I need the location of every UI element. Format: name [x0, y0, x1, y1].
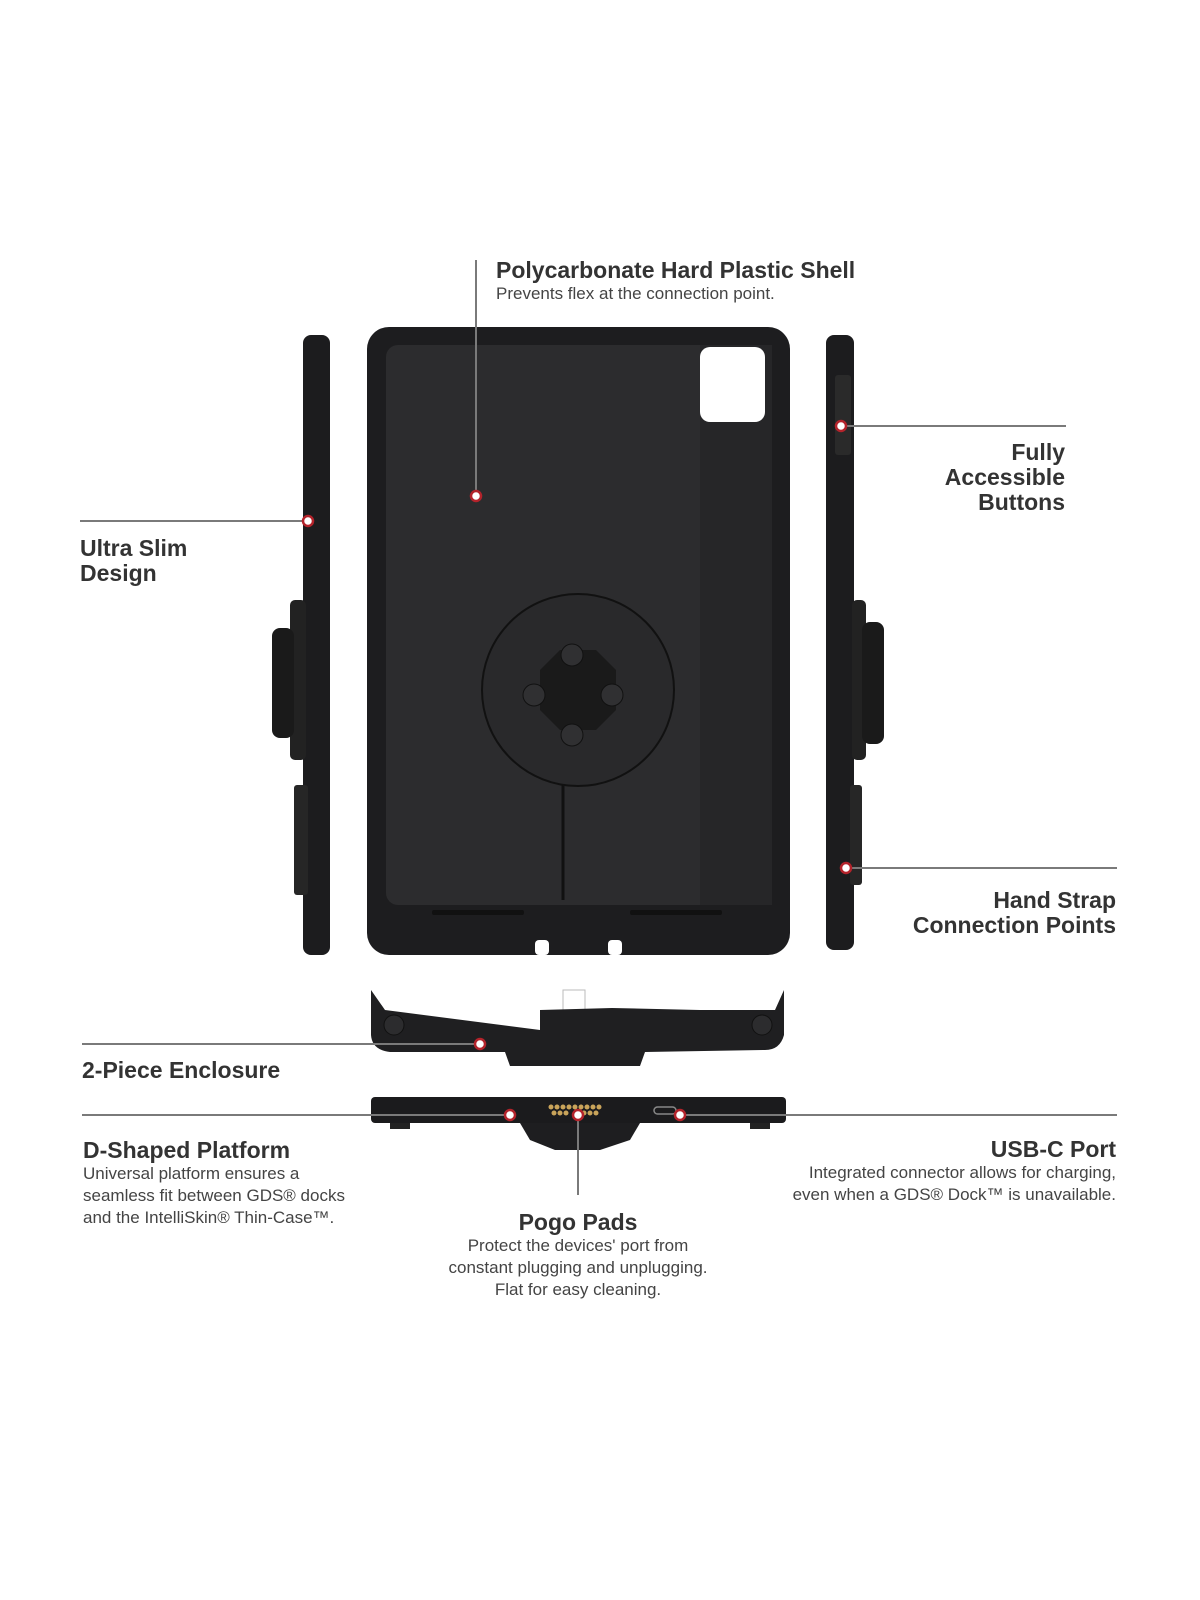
callout-desc: Prevents flex at the connection point. — [496, 284, 775, 303]
callout-markers — [301, 419, 853, 1122]
callout-desc: seamless fit between GDS® docks — [83, 1186, 345, 1205]
callout-title: Polycarbonate Hard Plastic Shell — [496, 257, 856, 283]
marker-enclosure — [473, 1037, 487, 1051]
callout-title: 2-Piece Enclosure — [82, 1057, 281, 1083]
callout-enclosure: 2-Piece Enclosure — [82, 1058, 280, 1083]
callout-slim: Ultra Slim Design — [80, 536, 187, 586]
marker-usbc — [673, 1108, 687, 1122]
callout-title: Fully — [1011, 439, 1065, 465]
marker-slim — [301, 514, 315, 528]
callout-desc: Integrated connector allows for charging… — [808, 1163, 1116, 1182]
marker-strap — [839, 861, 853, 875]
callout-title: Accessible — [944, 464, 1065, 490]
callout-desc: constant plugging and unplugging. — [448, 1258, 708, 1277]
callout-desc: Protect the devices' port from — [467, 1236, 689, 1255]
callout-title: USB-C Port — [990, 1136, 1116, 1162]
marker-pogo — [571, 1108, 585, 1122]
enclosure-piece — [371, 989, 784, 1066]
callout-title: Ultra Slim — [80, 535, 188, 561]
callout-shell: Polycarbonate Hard Plastic Shell Prevent… — [496, 258, 855, 305]
marker-buttons — [834, 419, 848, 433]
callout-pogo: Pogo Pads Protect the devices' port from… — [378, 1210, 778, 1301]
callout-title: Connection Points — [912, 912, 1116, 938]
marker-platform — [503, 1108, 517, 1122]
callout-usbc: USB-C Port Integrated connector allows f… — [793, 1137, 1116, 1206]
callout-desc: and the IntelliSkin® Thin-Case™. — [83, 1208, 335, 1227]
case-right-profile — [826, 335, 884, 950]
callout-title: Design — [80, 560, 157, 586]
callout-desc: Flat for easy cleaning. — [494, 1280, 662, 1299]
callout-platform: D-Shaped Platform Universal platform ens… — [83, 1138, 345, 1229]
callout-title: Hand Strap — [993, 887, 1116, 913]
case-back-view — [367, 327, 790, 955]
pogo-pins — [548, 1104, 602, 1116]
callout-buttons: Fully Accessible Buttons — [945, 440, 1065, 515]
callout-title: D-Shaped Platform — [83, 1137, 291, 1163]
callout-title: Pogo Pads — [518, 1209, 638, 1235]
marker-shell — [469, 489, 483, 503]
callout-strap: Hand Strap Connection Points — [913, 888, 1116, 938]
callout-desc: Universal platform ensures a — [83, 1164, 300, 1183]
callout-desc: even when a GDS® Dock™ is unavailable. — [792, 1185, 1116, 1204]
callout-title: Buttons — [978, 489, 1065, 515]
case-left-profile — [272, 335, 330, 955]
leader-lines — [80, 260, 1117, 1195]
